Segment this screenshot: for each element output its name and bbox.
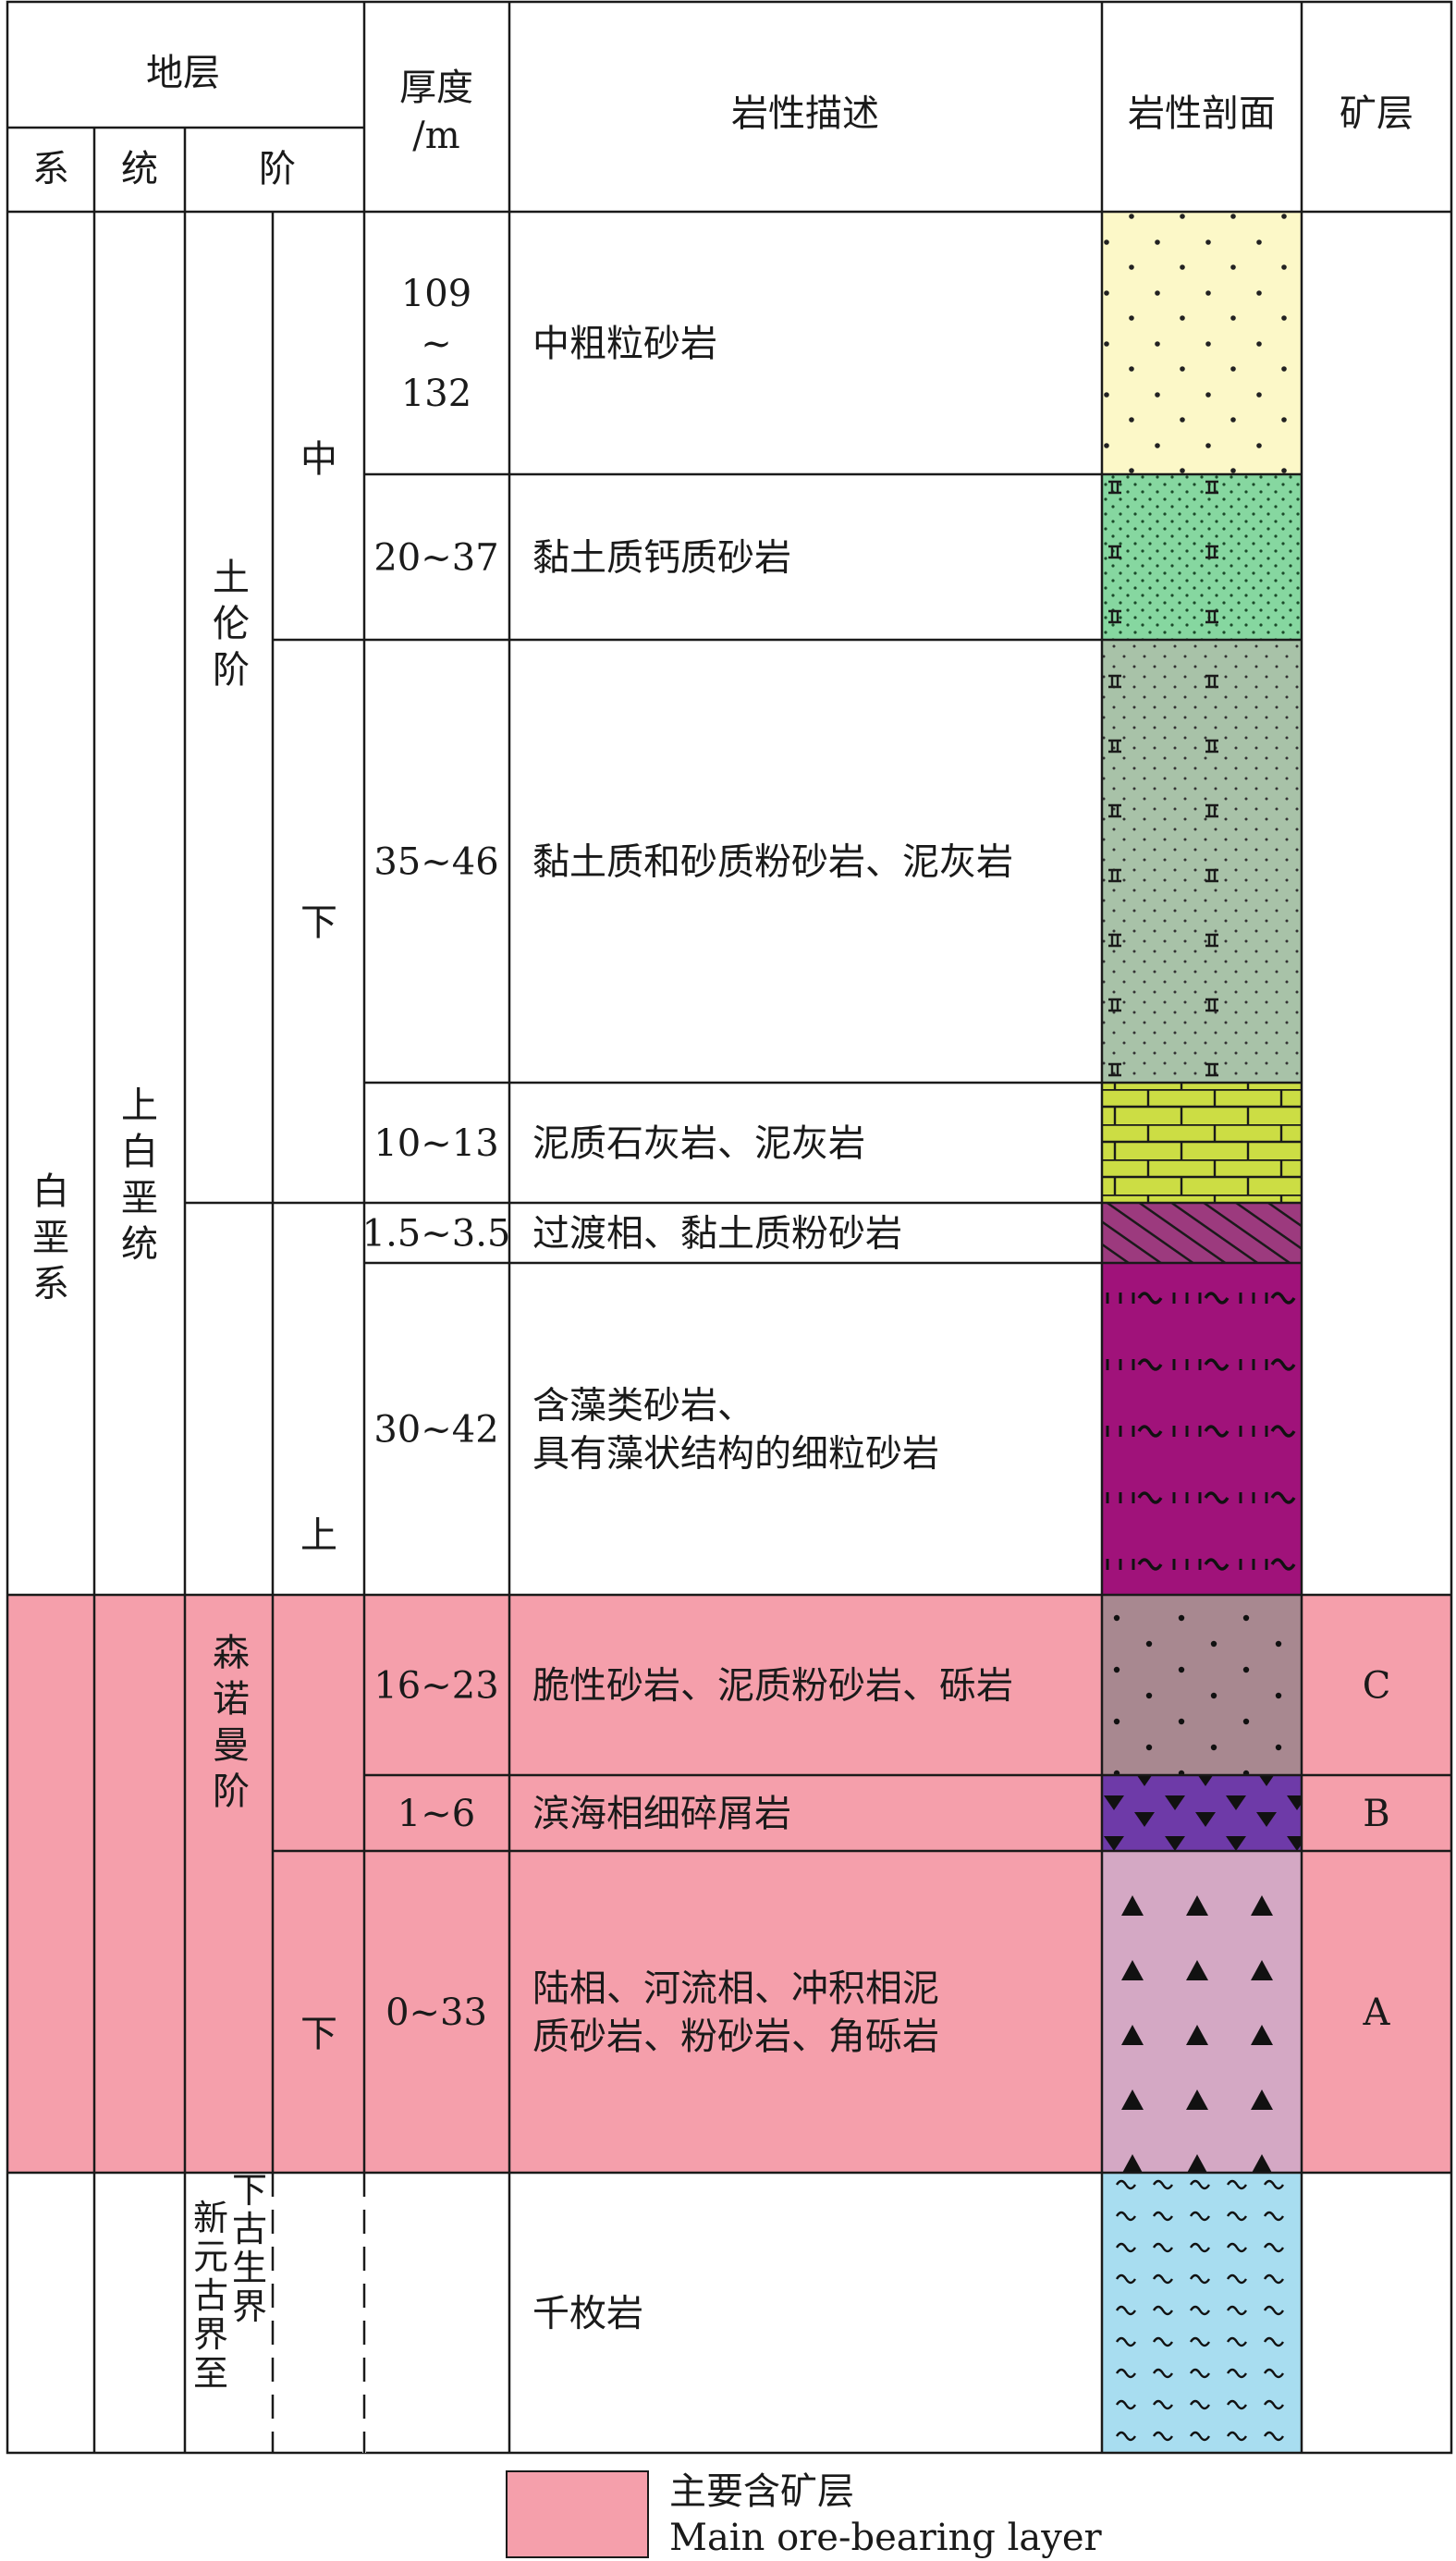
table-header: 地层 系 统 阶 厚度 /m 岩性描述 岩性剖面 矿层 (32, 52, 1413, 190)
layer-thickness: 0~33 (385, 1991, 487, 2034)
layer-row: 35~46 黏土质和砂质粉砂岩、泥灰岩 (373, 841, 1013, 884)
legend-swatch-ore-bearing (506, 2470, 649, 2558)
header-stage: 阶 (259, 148, 296, 190)
layer-thickness: 10~13 (373, 1122, 498, 1165)
layer-row: 1~6 滨海相细碎屑岩 B (398, 1793, 1390, 1835)
layer-description: 泥质石灰岩、泥灰岩 (532, 1122, 865, 1165)
layer-description: 黏土质和砂质粉砂岩、泥灰岩 (532, 841, 1013, 884)
header-ore-layer: 矿层 (1340, 92, 1413, 135)
legend-subtitle: Main ore-bearing layer (669, 2516, 1102, 2559)
header-thickness-line1: 厚度 (399, 67, 473, 109)
substage-lower-label: 下 (300, 901, 337, 944)
header-system: 系 (32, 148, 69, 190)
legend-title: 主要含矿层 (669, 2469, 854, 2513)
substage-lower2-label: 下 (300, 2013, 337, 2055)
header-lithology-section: 岩性剖面 (1128, 92, 1276, 135)
layer-thickness: 109~132 (401, 273, 471, 415)
ore-layer-label: B (1363, 1793, 1389, 1835)
layer-thickness: 1.5~3.5 (362, 1213, 511, 1256)
unit-labels: 白垩系 上白垩统 土伦阶 森诺曼阶 中 下 上 下 新元古界至下古生界 (32, 438, 337, 2394)
legend: 主要含矿层 Main ore-bearing layer (506, 2469, 1102, 2561)
layer-thickness: 30~42 (373, 1409, 498, 1452)
legend-text: 主要含矿层 Main ore-bearing layer (669, 2469, 1102, 2561)
layer-row: 30~42 含藻类砂岩、具有藻状结构的细粒砂岩 (373, 1385, 939, 1476)
header-stratum: 地层 (146, 52, 220, 94)
system-label: 白垩系 (32, 1170, 69, 1305)
lithology-section-column (1102, 212, 1302, 2453)
layer-thickness: 1~6 (398, 1793, 475, 1835)
substage-upper-label: 上 (300, 1514, 337, 1557)
layer-row: 16~23 脆性砂岩、泥质粉砂岩、砾岩 C (373, 1665, 1390, 1708)
layer-row: 1.5~3.5 过渡相、黏土质粉砂岩 (362, 1213, 902, 1256)
substage-middle-label: 中 (300, 438, 337, 481)
layer-row: 千枚岩 (532, 2293, 643, 2335)
stage-cenomanian-label: 森诺曼阶 (213, 1632, 250, 1813)
series-label: 上白垩统 (121, 1084, 158, 1266)
ore-layer-label: C (1363, 1665, 1391, 1708)
stratigraphic-column-diagram: 地层 系 统 阶 厚度 /m 岩性描述 岩性剖面 矿层 白垩系 上白垩统 土伦阶… (6, 0, 1453, 2455)
layer-description: 脆性砂岩、泥质粉砂岩、砾岩 (532, 1665, 1013, 1708)
ore-layer-label: A (1363, 1991, 1391, 2034)
header-lithology-description: 岩性描述 (731, 92, 879, 135)
layer-row: 0~33 陆相、河流相、冲积相泥质砂岩、粉砂岩、角砾岩 A (385, 1967, 1390, 2058)
layer-thickness: 20~37 (373, 537, 498, 580)
layer-description: 黏土质钙质砂岩 (532, 537, 791, 580)
layer-row: 109~132 中粗粒砂岩 (401, 273, 717, 415)
header-thickness-line2: /m (412, 115, 459, 157)
layer-description: 含藻类砂岩、具有藻状结构的细粒砂岩 (532, 1385, 939, 1476)
layer-row: 10~13 泥质石灰岩、泥灰岩 (373, 1122, 865, 1165)
layer-rows: 109~132 中粗粒砂岩 20~37 黏土质钙质砂岩 35~46 黏土质和砂质粉砂岩、泥… (362, 273, 1391, 2335)
layer-description: 滨海相细碎屑岩 (532, 1793, 791, 1835)
header-series: 统 (121, 148, 158, 190)
layer-thickness: 16~23 (373, 1665, 498, 1708)
stage-turonian-label: 土伦阶 (213, 557, 250, 692)
layer-description: 千枚岩 (532, 2293, 643, 2335)
layer-description: 过渡相、黏土质粉砂岩 (532, 1213, 902, 1256)
layer-row: 20~37 黏土质钙质砂岩 (373, 537, 791, 580)
table-grid (6, 0, 1453, 2455)
layer-description: 陆相、河流相、冲积相泥质砂岩、粉砂岩、角砾岩 (532, 1967, 939, 2058)
layer-description: 中粗粒砂岩 (532, 323, 717, 365)
layer-thickness: 35~46 (373, 841, 498, 884)
basement-label: 新元古界至下古生界 (193, 2170, 267, 2394)
